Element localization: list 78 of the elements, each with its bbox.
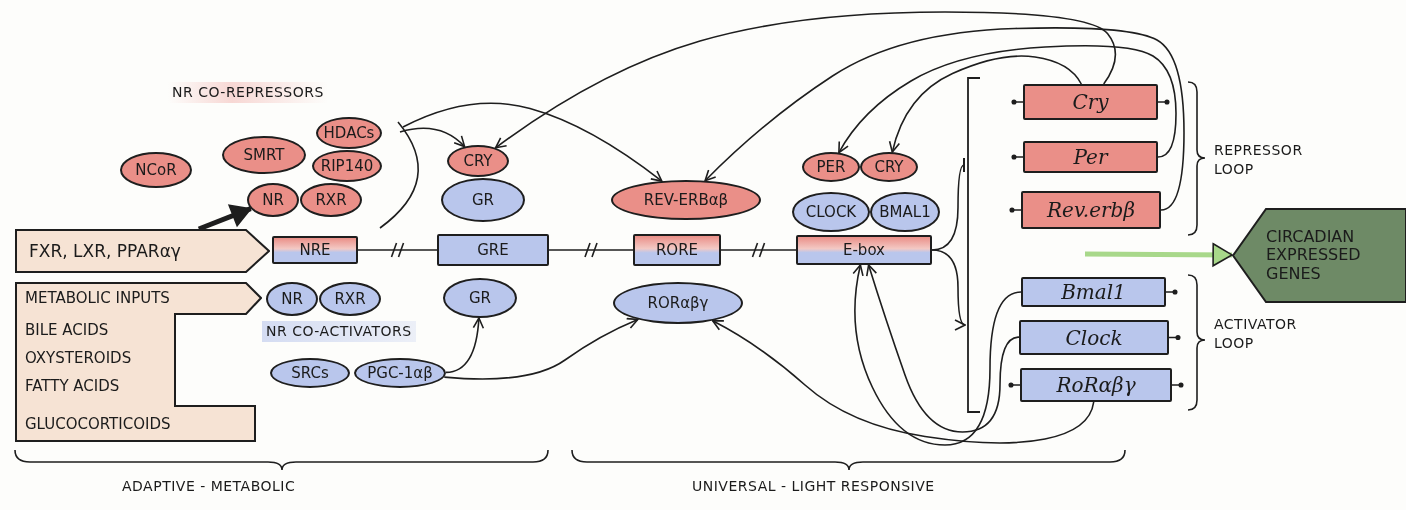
node-label: BMAL1	[879, 203, 931, 221]
arrow	[1085, 243, 1233, 267]
node-label: FXR, LXR, PPARαγ	[29, 241, 181, 261]
annotation-label: ADAPTIVE - METABOLIC	[121, 477, 297, 496]
protein-ellipse	[266, 282, 318, 316]
node-label: NR	[262, 191, 284, 209]
node-label: PER	[816, 158, 846, 176]
node-label: RORE	[655, 241, 699, 259]
arrow	[704, 27, 1185, 211]
node-label: OXYSTEROIDS	[25, 350, 132, 367]
annotation-label: ACTIVATOR LOOP	[1213, 315, 1298, 353]
protein-ellipse	[319, 282, 381, 316]
node-label: Cry	[1072, 91, 1109, 113]
connector-line	[357, 249, 438, 251]
node-label: METABOLIC INPUTS	[25, 290, 170, 307]
node-label: CRY	[874, 158, 904, 176]
node-label: HDACs	[323, 124, 375, 142]
arrow	[494, 11, 1117, 149]
node-label: GR	[471, 191, 494, 209]
protein-ellipse	[802, 152, 860, 182]
node-label: Per	[1073, 146, 1108, 168]
node-label: RIP140	[320, 157, 374, 175]
node-label: PGC-1αβ	[367, 364, 433, 382]
input-list-box	[15, 282, 262, 442]
response-element-box	[437, 234, 549, 266]
node-label: CRY	[463, 152, 493, 170]
node-label: CLOCK	[805, 203, 857, 221]
node-label: FATTY ACIDS	[25, 378, 120, 395]
arrow	[443, 318, 639, 380]
arrow	[402, 102, 663, 182]
protein-ellipse	[316, 117, 382, 149]
gene-box	[1021, 191, 1161, 229]
node-label: RORαβγ	[647, 294, 709, 312]
protein-ellipse	[447, 145, 509, 177]
gene-box	[1021, 277, 1166, 307]
node-label: RoRαβγ	[1056, 374, 1136, 396]
node-label: Clock	[1065, 326, 1123, 349]
node-label: GR	[468, 289, 491, 307]
arrow	[445, 317, 484, 374]
gene-box	[1023, 84, 1158, 120]
arrow	[197, 204, 252, 232]
node-label: NCoR	[135, 161, 177, 179]
node-label: BILE ACIDS	[25, 322, 109, 339]
response-element-box	[796, 235, 932, 265]
gene-box	[1019, 320, 1169, 355]
node-label: RXR	[334, 290, 366, 308]
protein-ellipse	[300, 183, 362, 217]
node-label: SRCs	[291, 364, 329, 382]
connector-line	[548, 249, 634, 251]
response-element-box	[633, 234, 721, 266]
node-label: GRE	[477, 241, 509, 259]
node-label: E-box	[843, 241, 885, 259]
node-label: Rev.erbβ	[1047, 199, 1135, 221]
arrow	[838, 44, 1177, 158]
node-label: NRE	[299, 241, 331, 259]
arrow	[866, 264, 1020, 433]
input-arrow-box	[15, 229, 270, 273]
connector-line	[720, 249, 797, 251]
node-label: REV-ERBαβ	[643, 191, 729, 209]
protein-ellipse	[247, 183, 299, 217]
response-element-box	[272, 236, 358, 264]
node-label: RXR	[315, 191, 347, 209]
annotation-label: REPRESSOR LOOP	[1213, 141, 1304, 179]
arrow	[931, 249, 966, 329]
arrow	[852, 264, 1022, 446]
node-label: Bmal1	[1061, 281, 1126, 303]
node-label: GLUCOCORTICOIDS	[25, 416, 171, 433]
node-label: SMRT	[243, 146, 285, 164]
protein-ellipse	[860, 152, 918, 182]
output-hexagon	[1232, 208, 1406, 303]
arrow	[399, 127, 466, 148]
gene-box	[1020, 368, 1172, 402]
arrow	[889, 55, 1083, 153]
annotation-label: NR CO-ACTIVATORS	[262, 321, 416, 342]
annotation-label: UNIVERSAL - LIGHT RESPONSIVE	[691, 477, 936, 496]
node-label: NR	[281, 290, 303, 308]
gene-box	[1023, 141, 1158, 173]
node-label: CIRCADIAN EXPRESSED GENES	[1266, 227, 1362, 284]
